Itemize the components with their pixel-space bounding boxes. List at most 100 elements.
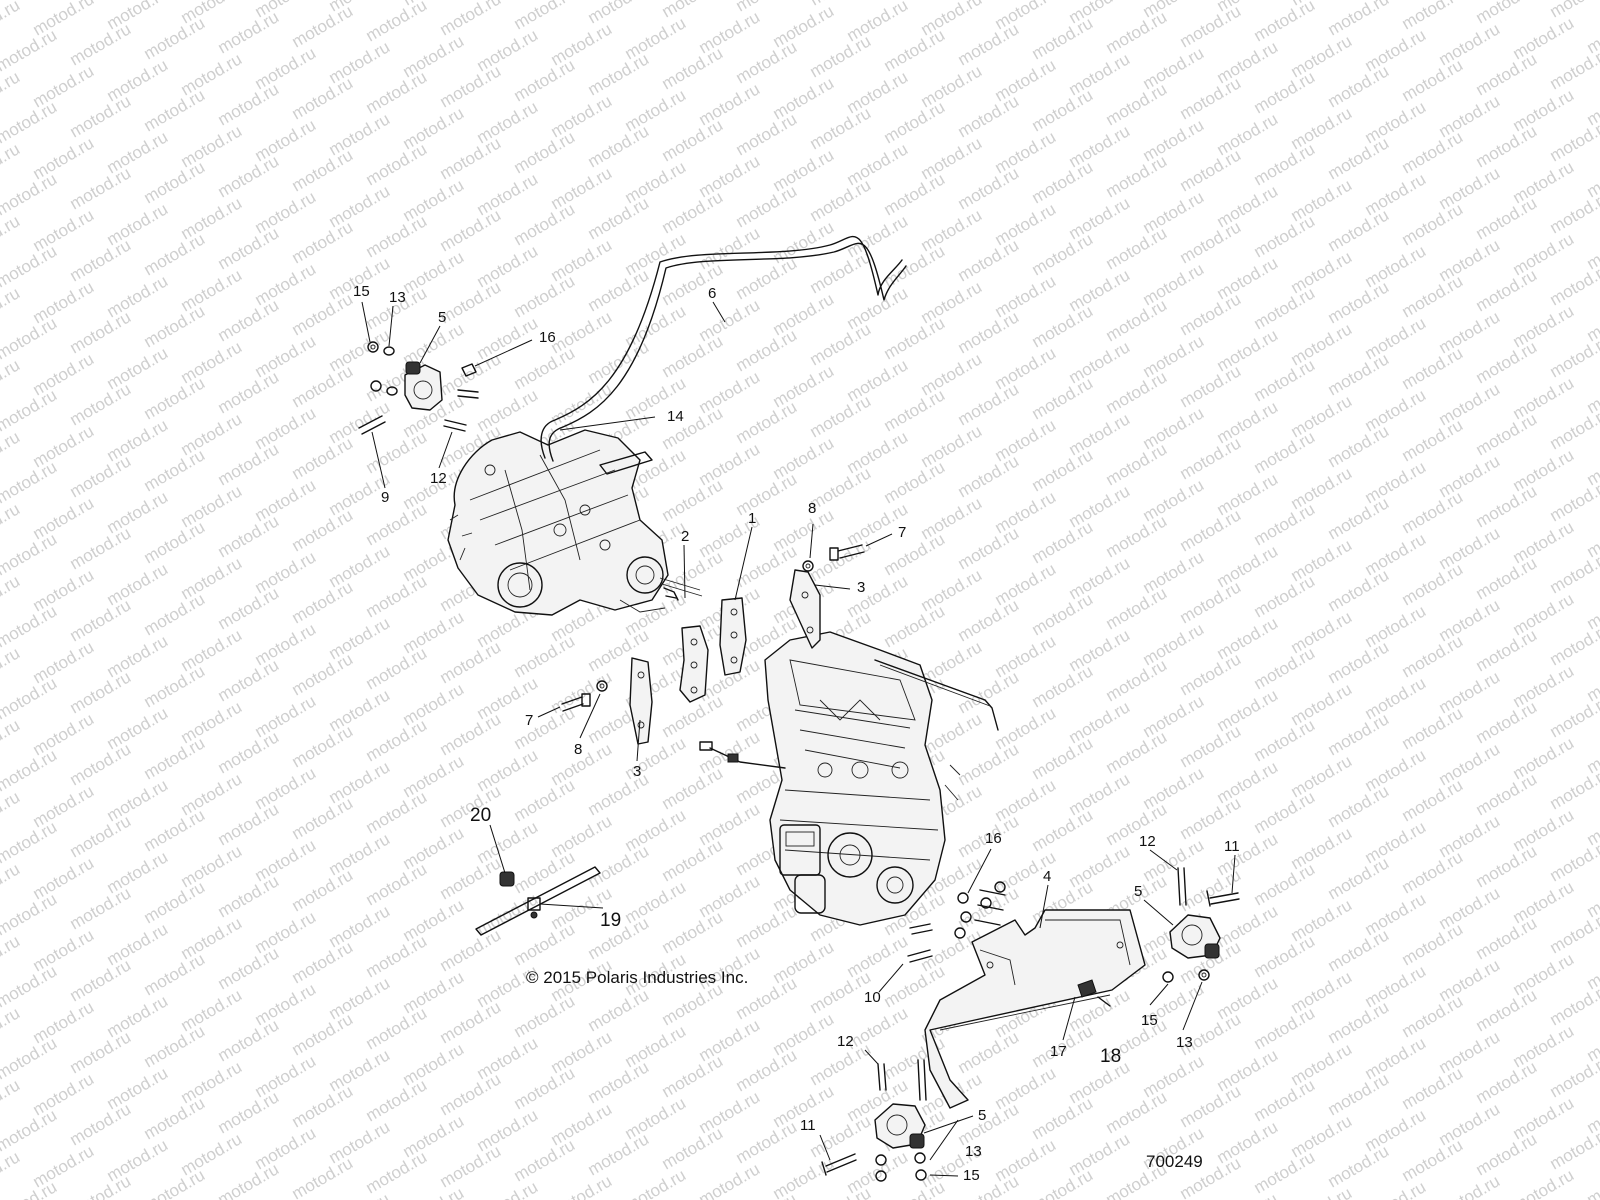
watermark-text: motod.ru	[1325, 61, 1393, 111]
watermark-text: motod.ru	[141, 661, 209, 711]
watermark-text: motod.ru	[807, 175, 875, 225]
watermark-text: motod.ru	[437, 1141, 505, 1191]
watermark-text: motod.ru	[1399, 847, 1467, 897]
watermark-text: motod.ru	[1325, 0, 1393, 39]
watermark-text: motod.ru	[1473, 121, 1541, 171]
watermark-text: motod.ru	[585, 49, 653, 99]
watermark-text: motod.ru	[1029, 85, 1097, 135]
watermark-text: motod.ru	[807, 31, 875, 81]
watermark-text: motod.ru	[215, 7, 283, 57]
watermark-text: motod.ru	[363, 67, 431, 117]
watermark-text: motod.ru	[733, 1189, 801, 1200]
watermark-text: motod.ru	[1251, 1147, 1319, 1197]
watermark-text: motod.ru	[881, 313, 949, 363]
callout-12: 12	[837, 1033, 854, 1050]
watermark-text: motod.ru	[1251, 427, 1319, 477]
watermark-text: motod.ru	[881, 1177, 949, 1200]
lower-mount-bracket	[924, 909, 1146, 1109]
watermark-text: motod.ru	[511, 919, 579, 969]
watermark-text: motod.ru	[0, 67, 23, 117]
watermark-text: motod.ru	[659, 1123, 727, 1173]
watermark-text: motod.ru	[1177, 217, 1245, 267]
watermark-text: motod.ru	[1399, 343, 1467, 393]
watermark-text: motod.ru	[1325, 421, 1393, 471]
callout-8: 8	[808, 500, 816, 517]
watermark-text: motod.ru	[511, 127, 579, 177]
watermark-text: motod.ru	[1325, 493, 1393, 543]
watermark-text: motod.ru	[1399, 559, 1467, 609]
callout-13: 13	[389, 289, 406, 306]
watermark-text: motod.ru	[0, 1105, 60, 1155]
watermark-text: motod.ru	[955, 523, 1023, 573]
watermark-text: motod.ru	[67, 91, 135, 141]
callout-13: 13	[1176, 1034, 1193, 1051]
watermark-text: motod.ru	[733, 109, 801, 159]
watermark-text: motod.ru	[1251, 211, 1319, 261]
watermark-text: motod.ru	[1103, 1087, 1171, 1137]
watermark-text: motod.ru	[1473, 193, 1541, 243]
bolts-washers	[561, 544, 865, 712]
watermark-text: motod.ru	[0, 97, 60, 147]
watermark-text: motod.ru	[141, 13, 209, 63]
watermark-text: motod.ru	[289, 937, 357, 987]
watermark-text: motod.ru	[1177, 793, 1245, 843]
lower-engine-mount	[821, 1059, 927, 1176]
watermark-text: motod.ru	[1547, 835, 1600, 885]
watermark-text: motod.ru	[511, 1063, 579, 1113]
watermark-text: motod.ru	[0, 241, 60, 291]
watermark-text: motod.ru	[289, 217, 357, 267]
watermark-text: motod.ru	[1325, 637, 1393, 687]
watermark-text: motod.ru	[141, 949, 209, 999]
watermark-text: motod.ru	[141, 85, 209, 135]
watermark-text: motod.ru	[1399, 1063, 1467, 1113]
watermark-text: motod.ru	[1029, 589, 1097, 639]
watermark-text: motod.ru	[807, 391, 875, 441]
watermark-text: motod.ru	[1473, 337, 1541, 387]
watermark-text: motod.ru	[696, 1159, 764, 1200]
watermark-text: motod.ru	[0, 0, 23, 45]
watermark-text: motod.ru	[289, 145, 357, 195]
watermark-text: motod.ru	[0, 715, 23, 765]
watermark-text: motod.ru	[1251, 787, 1319, 837]
watermark-text: motod.ru	[807, 535, 875, 585]
watermark-text: motod.ru	[881, 529, 949, 579]
watermark-text: motod.ru	[1103, 7, 1171, 57]
watermark-text: motod.ru	[1103, 367, 1171, 417]
watermark-text: motod.ru	[1177, 433, 1245, 483]
watermark-text: motod.ru	[1325, 1141, 1393, 1191]
watermark-text: motod.ru	[215, 655, 283, 705]
watermark-text: motod.ru	[289, 577, 357, 627]
callout-7: 7	[898, 524, 906, 541]
watermark-text: motod.ru	[511, 1135, 579, 1185]
watermark-text: motod.ru	[67, 667, 135, 717]
watermark-text: motod.ru	[1103, 151, 1171, 201]
watermark-text: motod.ru	[1325, 853, 1393, 903]
callout-labels: 15 13 5 16 6 14 9 12 2 1 8 7 3 7 8 3 20 …	[353, 283, 1240, 1184]
watermark-text: motod.ru	[1288, 1183, 1356, 1200]
callout-20: 20	[470, 805, 491, 826]
watermark-text: motod.ru	[215, 439, 283, 489]
watermark-text: motod.ru	[1325, 1069, 1393, 1119]
watermark-text: motod.ru	[363, 715, 431, 765]
watermark-text: motod.ru	[0, 427, 23, 477]
watermark-text: motod.ru	[67, 1171, 135, 1200]
watermark-text: motod.ru	[67, 523, 135, 573]
watermark-text: motod.ru	[1251, 67, 1319, 117]
watermark-text: motod.ru	[659, 331, 727, 381]
watermark-text: motod.ru	[0, 139, 23, 189]
watermark-text: motod.ru	[1473, 49, 1541, 99]
watermark-text: motod.ru	[1584, 1159, 1600, 1200]
callout-15: 15	[1141, 1012, 1158, 1029]
watermark-text: motod.ru	[659, 1051, 727, 1101]
watermark-text: motod.ru	[1177, 1081, 1245, 1131]
callout-5: 5	[978, 1107, 986, 1124]
watermark-text: motod.ru	[363, 139, 431, 189]
watermark-text: motod.ru	[289, 505, 357, 555]
watermark-text: motod.ru	[1473, 769, 1541, 819]
watermark-text: motod.ru	[511, 631, 579, 681]
callout-9: 9	[381, 489, 389, 506]
watermark-text: motod.ru	[363, 211, 431, 261]
watermark-text: motod.ru	[1362, 1177, 1430, 1200]
watermark-text: motod.ru	[1177, 649, 1245, 699]
